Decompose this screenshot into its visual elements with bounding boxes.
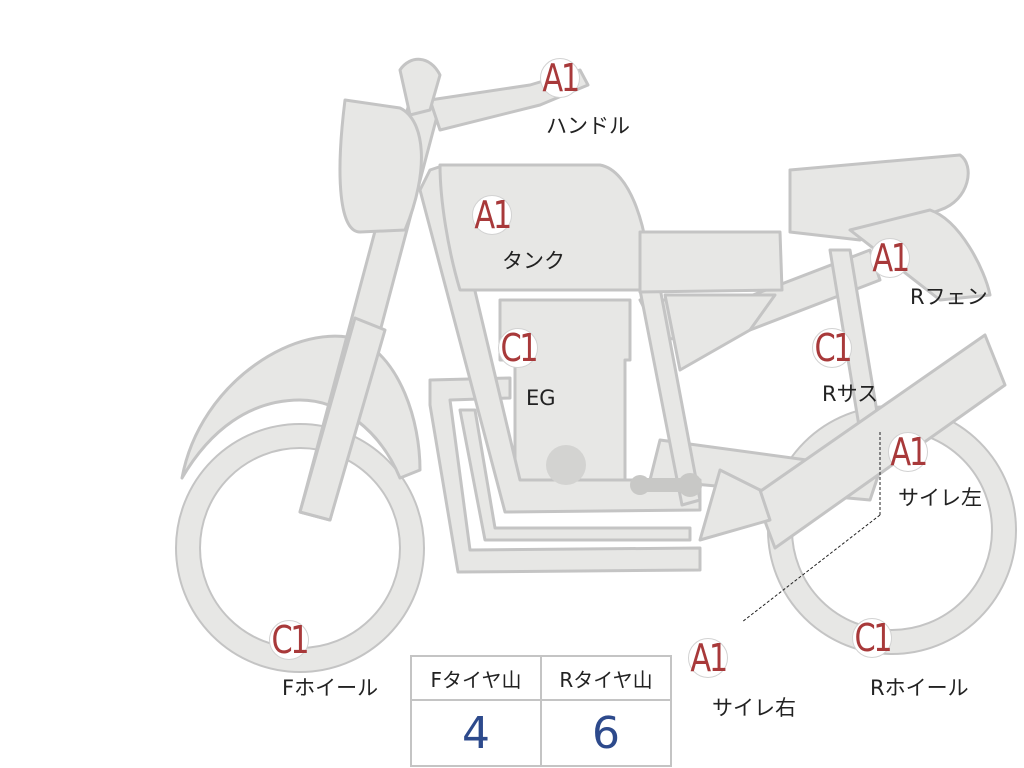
front-wheel-shape bbox=[176, 424, 424, 672]
rear-suspension-grade: C1 bbox=[814, 326, 852, 370]
rear-tire-tread-header: Rタイヤ山 bbox=[540, 655, 672, 701]
tank-grade-badge: A1 bbox=[472, 195, 512, 235]
muffler-left-label: サイレ左 bbox=[898, 486, 982, 510]
rear-wheel-grade: C1 bbox=[854, 616, 892, 660]
rear-fender-shape bbox=[848, 208, 992, 302]
handle-grade: A1 bbox=[542, 56, 580, 100]
front-wheel-label: Fホイール bbox=[282, 676, 379, 700]
rear-suspension-grade-badge: C1 bbox=[812, 328, 852, 368]
rear-suspension-label: Rサス bbox=[822, 382, 879, 406]
engine-label: EG bbox=[526, 386, 556, 410]
tank-label: タンク bbox=[502, 249, 565, 273]
exhaust-pipes-shape bbox=[428, 376, 702, 574]
muffler-left-grade-badge: A1 bbox=[888, 432, 928, 472]
engine-grade-badge: C1 bbox=[498, 328, 538, 368]
front-tire-tread-header: Fタイヤ山 bbox=[410, 655, 542, 701]
muffler-shape bbox=[753, 333, 1007, 550]
tank-grade: A1 bbox=[474, 193, 512, 237]
muffler-right-grade-badge: A1 bbox=[688, 638, 728, 678]
tire-table-header-row: Fタイヤ山 Rタイヤ山 bbox=[410, 655, 672, 701]
handle-grade-badge: A1 bbox=[540, 58, 580, 98]
tire-table-value-row: 4 6 bbox=[410, 699, 672, 767]
rear-fender-grade-badge: A1 bbox=[870, 238, 910, 278]
rear-fender-grade: A1 bbox=[872, 236, 910, 280]
engine-grade: C1 bbox=[500, 326, 538, 370]
seat-mid-shape bbox=[638, 230, 784, 294]
muffler-left-grade: A1 bbox=[890, 430, 928, 474]
headlight-shape bbox=[338, 98, 423, 234]
rear-wheel-grade-badge: C1 bbox=[852, 618, 892, 658]
muffler-right-label: サイレ右 bbox=[712, 696, 796, 720]
rear-tire-tread-value: 6 bbox=[540, 699, 672, 767]
rear-wheel-label: Rホイール bbox=[870, 676, 969, 700]
front-wheel-grade-badge: C1 bbox=[269, 620, 309, 660]
rear-fender-label: Rフェン bbox=[910, 285, 988, 309]
handle-label: ハンドル bbox=[546, 114, 630, 138]
tire-tread-table: Fタイヤ山 Rタイヤ山 4 6 bbox=[410, 655, 672, 767]
front-wheel-grade: C1 bbox=[271, 618, 309, 662]
front-tire-tread-value: 4 bbox=[410, 699, 542, 767]
muffler-right-grade: A1 bbox=[690, 636, 728, 680]
